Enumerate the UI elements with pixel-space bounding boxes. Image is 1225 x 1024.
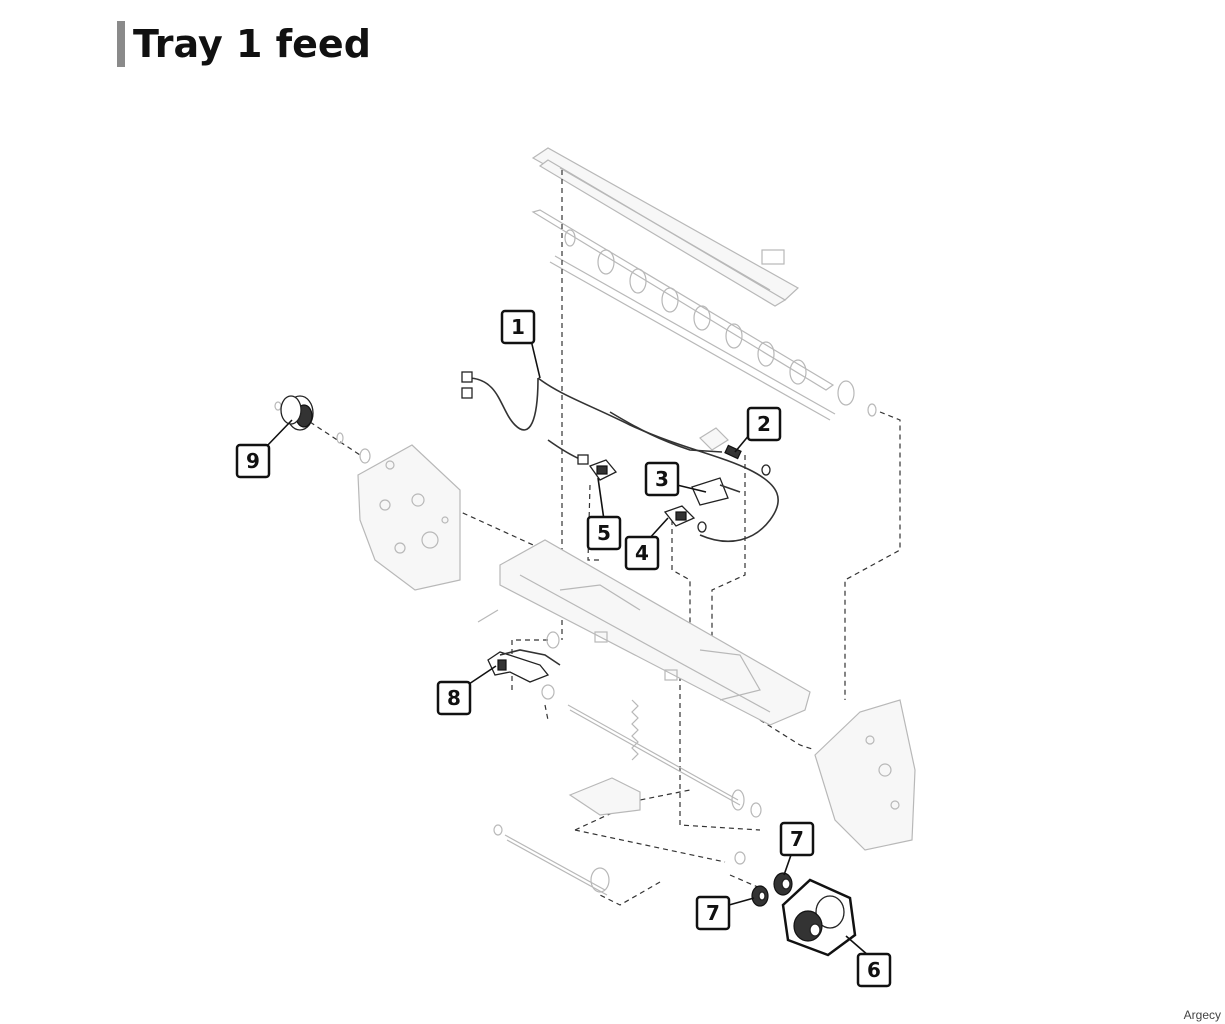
callout-1-label: 1 bbox=[511, 315, 525, 339]
callout-2-label: 2 bbox=[757, 412, 771, 436]
callout-8: 8 bbox=[436, 680, 472, 716]
callout-5-label: 5 bbox=[597, 521, 611, 545]
left-hardware bbox=[274, 401, 499, 623]
watermark: Argecy bbox=[1183, 1008, 1221, 1022]
callout-7-upper-label: 7 bbox=[790, 827, 804, 851]
title-accent-bar bbox=[117, 21, 125, 67]
callout-6-label: 6 bbox=[867, 958, 881, 982]
callout-4: 4 bbox=[624, 535, 660, 571]
actuator-part-8 bbox=[487, 649, 561, 683]
upper-roller-shaft bbox=[531, 209, 877, 421]
gear-part-7-lower bbox=[751, 885, 769, 907]
wire-harness-part bbox=[461, 371, 779, 543]
gear-part-7-upper bbox=[773, 872, 793, 896]
callout-2: 2 bbox=[746, 406, 782, 442]
top-rail bbox=[531, 147, 800, 307]
callout-3-label: 3 bbox=[655, 467, 669, 491]
callout-7-lower-label: 7 bbox=[706, 901, 720, 925]
tray-housing bbox=[499, 539, 811, 726]
callout-9-label: 9 bbox=[246, 449, 260, 473]
pick-roller-part-6 bbox=[781, 878, 857, 957]
callout-4-label: 4 bbox=[635, 541, 649, 565]
page-title: Tray 1 feed bbox=[133, 22, 371, 66]
clutch-part-9 bbox=[280, 395, 314, 431]
callout-7-upper: 7 bbox=[779, 821, 815, 857]
callout-7-lower: 7 bbox=[695, 895, 731, 931]
callout-1: 1 bbox=[500, 309, 536, 345]
callout-5: 5 bbox=[586, 515, 622, 551]
callout-6: 6 bbox=[856, 952, 892, 988]
left-frame bbox=[357, 444, 461, 591]
sensor-flag-part-3 bbox=[691, 477, 741, 506]
callout-8-label: 8 bbox=[447, 686, 461, 710]
sensor-part-2 bbox=[699, 427, 771, 476]
lower-shaft-assembly bbox=[493, 631, 762, 896]
leader-lines bbox=[264, 339, 870, 957]
sensor-part-4 bbox=[663, 505, 707, 533]
right-frame bbox=[814, 699, 916, 851]
sensor-part-5 bbox=[588, 459, 618, 481]
callout-3: 3 bbox=[644, 461, 680, 497]
callout-9: 9 bbox=[235, 443, 271, 479]
